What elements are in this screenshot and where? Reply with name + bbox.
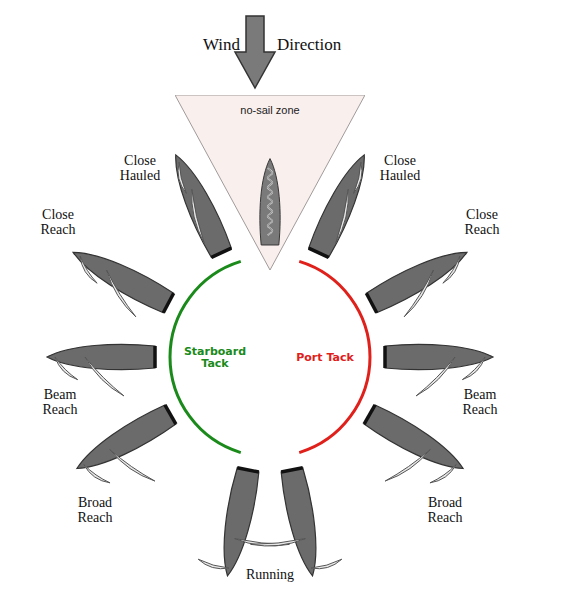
point-of-sail-label: Close Reach bbox=[28, 207, 88, 238]
hull-shape bbox=[366, 241, 473, 314]
hull bbox=[215, 467, 260, 578]
hull bbox=[366, 241, 473, 314]
sail bbox=[251, 539, 306, 546]
point-of-sail-label: Beam Reach bbox=[450, 387, 510, 418]
no-sail-triangle bbox=[175, 95, 365, 270]
wind-arrow-shape bbox=[235, 16, 275, 88]
tack-label: Port Tack bbox=[290, 352, 360, 364]
sail bbox=[84, 465, 110, 483]
sail bbox=[443, 256, 460, 283]
sail bbox=[178, 162, 186, 193]
sail bbox=[107, 270, 136, 317]
transom bbox=[211, 248, 231, 257]
luffing-boat bbox=[260, 159, 280, 245]
sail bbox=[462, 357, 485, 380]
wind-arrow bbox=[235, 16, 275, 88]
hull-shape bbox=[280, 467, 325, 578]
transom bbox=[309, 248, 329, 257]
point-of-sail-label: Beam Reach bbox=[30, 387, 90, 418]
wind-label: Wind bbox=[203, 36, 240, 55]
tack-label: Starboard Tack bbox=[180, 346, 250, 370]
point-of-sail-label: Close Hauled bbox=[110, 153, 170, 184]
sailboat bbox=[198, 467, 289, 578]
sailboat bbox=[71, 404, 177, 483]
point-of-sail-label: Running bbox=[235, 567, 305, 582]
transom bbox=[165, 405, 176, 424]
sail bbox=[354, 162, 362, 193]
luffing-sail bbox=[268, 168, 273, 235]
sail bbox=[336, 189, 349, 243]
hull-shape bbox=[260, 159, 280, 245]
point-of-sail-label: Broad Reach bbox=[65, 495, 125, 526]
triangle-outline bbox=[175, 95, 365, 270]
transom bbox=[237, 468, 259, 472]
sail bbox=[198, 559, 229, 569]
boats bbox=[47, 150, 493, 579]
tack-arcs bbox=[170, 261, 370, 452]
no-sail-zone: no-sail zone bbox=[175, 95, 365, 270]
hull-shape bbox=[67, 241, 174, 314]
sail bbox=[55, 357, 78, 380]
zone-label: no-sail zone bbox=[175, 95, 365, 116]
sailboat bbox=[67, 241, 174, 317]
sail bbox=[430, 465, 456, 483]
luffing-sail-edge bbox=[268, 168, 273, 235]
hull bbox=[67, 241, 174, 314]
sail bbox=[110, 450, 155, 482]
sail bbox=[404, 270, 433, 317]
sail bbox=[80, 256, 97, 283]
sailboat bbox=[251, 467, 342, 578]
hull bbox=[47, 344, 155, 369]
transom bbox=[281, 468, 303, 472]
sail bbox=[311, 559, 342, 569]
hull-shape bbox=[385, 344, 493, 369]
transom bbox=[364, 405, 375, 424]
sail bbox=[385, 450, 430, 482]
hull bbox=[280, 467, 325, 578]
sailboat bbox=[363, 404, 469, 483]
transom bbox=[163, 293, 173, 312]
sailboat bbox=[366, 241, 473, 317]
hull-shape bbox=[47, 344, 155, 369]
sail bbox=[192, 189, 205, 243]
transom bbox=[366, 293, 376, 312]
point-of-sail-label: Close Reach bbox=[452, 207, 512, 238]
transom bbox=[383, 346, 387, 368]
point-of-sail-label: Close Hauled bbox=[370, 153, 430, 184]
sail bbox=[416, 357, 455, 396]
wind-label: Direction bbox=[277, 36, 341, 55]
transom bbox=[153, 346, 157, 368]
hull-shape bbox=[215, 467, 260, 578]
hull bbox=[385, 344, 493, 369]
sail bbox=[85, 357, 124, 396]
point-of-sail-label: Broad Reach bbox=[415, 495, 475, 526]
